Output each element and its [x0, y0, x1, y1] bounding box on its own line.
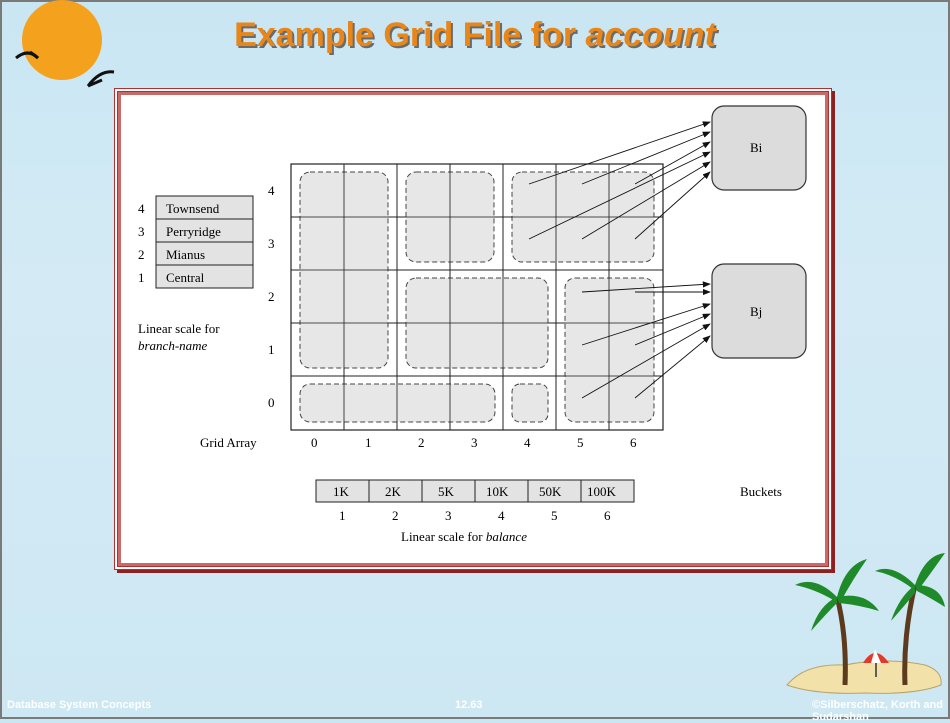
arrows-to-bi	[528, 121, 711, 240]
grid-region	[564, 277, 655, 423]
balance-scale-table: 1K 2K 5K 10K 50K 100K 1 2 3 4 5 6 Linear…	[315, 479, 635, 544]
bucket-bi-label: Bi	[750, 140, 763, 155]
footer-slide-number: 12.63	[455, 699, 483, 711]
palm-island-icon	[786, 553, 945, 694]
branch-index: 4	[138, 201, 145, 216]
grid-col-label: 1	[365, 435, 372, 450]
grid-file-diagram: 4 3 2 1 Townsend Perryridge Mianus Centr…	[114, 88, 832, 570]
branch-index: 2	[138, 247, 145, 262]
balance-value: 5K	[438, 484, 455, 499]
grid-row-label: 4	[268, 183, 275, 198]
balance-index: 4	[498, 508, 505, 523]
balance-value: 1K	[333, 484, 350, 499]
grid-col-label: 5	[577, 435, 584, 450]
grid-col-label: 6	[630, 435, 637, 450]
branch-index: 3	[138, 224, 145, 239]
balance-index: 6	[604, 508, 611, 523]
grid-axis-label: Grid Array	[200, 435, 257, 450]
balance-index: 3	[445, 508, 452, 523]
diagram-canvas: 4 3 2 1 Townsend Perryridge Mianus Centr…	[138, 105, 807, 544]
grid-row-label: 1	[268, 342, 275, 357]
balance-value: 100K	[587, 484, 617, 499]
grid-region	[299, 383, 496, 423]
balance-value: 10K	[486, 484, 509, 499]
title-text: Example Grid File for	[234, 16, 577, 54]
bucket-bj-label: Bj	[750, 304, 762, 319]
footer-course-title: Database System Concepts	[7, 699, 152, 711]
footer-copyright: ©Silberschatz, Korth and Sudarshan	[812, 699, 943, 723]
grid-col-label: 2	[418, 435, 425, 450]
branch-scale-caption-emph: branch-name	[138, 338, 208, 353]
balance-index: 2	[392, 508, 399, 523]
grid-col-label: 3	[471, 435, 478, 450]
branch-name: Perryridge	[166, 224, 221, 239]
sun-logo-icon	[15, 0, 115, 88]
grid-row-label: 2	[268, 289, 275, 304]
grid-row-label: 3	[268, 236, 275, 251]
balance-value: 2K	[385, 484, 402, 499]
balance-value: 50K	[539, 484, 562, 499]
buckets-label: Buckets	[740, 484, 782, 499]
branch-name: Mianus	[166, 247, 205, 262]
balance-index: 5	[551, 508, 558, 523]
title-emphasis: account	[585, 16, 716, 54]
grid-row-label: 0	[268, 395, 275, 410]
bucket-bj: Bj	[711, 263, 807, 359]
grid-col-label: 4	[524, 435, 531, 450]
branch-scale-table: 4 3 2 1 Townsend Perryridge Mianus Centr…	[138, 195, 254, 353]
arrows-to-bj	[581, 281, 711, 399]
grid-col-label: 0	[311, 435, 318, 450]
branch-name: Central	[166, 270, 205, 285]
balance-scale-caption: Linear scale for balance	[401, 529, 527, 544]
grid-array: 4 3 2 1 0 Grid Array 0 1 2 3 4 5 6	[200, 163, 664, 450]
branch-name: Townsend	[166, 201, 220, 216]
branch-scale-caption: Linear scale for	[138, 321, 220, 336]
balance-index: 1	[339, 508, 346, 523]
branch-index: 1	[138, 270, 145, 285]
slide-title: Example Grid File for account	[0, 16, 950, 55]
grid-region	[511, 383, 549, 423]
bucket-bi: Bi	[711, 105, 807, 191]
